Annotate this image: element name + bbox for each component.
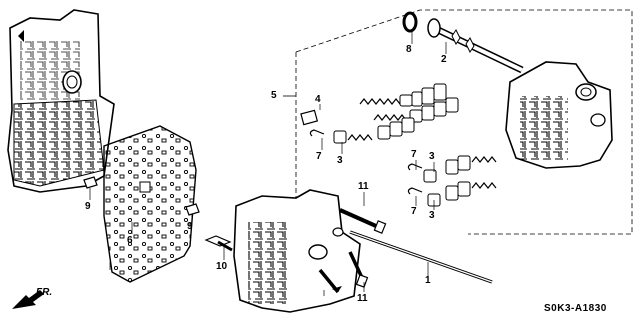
callout-flange-bolt: 10 xyxy=(216,261,228,272)
gasket-drawing xyxy=(300,109,319,126)
separator-plate-drawing xyxy=(103,125,197,283)
callout-o-ring: 8 xyxy=(406,44,412,55)
callout-shaft: 2 xyxy=(441,54,447,65)
callout-valve-group: 5 xyxy=(271,90,277,101)
callout-spring-pin-b: 7 xyxy=(411,149,417,160)
front-direction-arrow xyxy=(12,290,44,309)
callout-spring-pin-a: 7 xyxy=(316,151,322,162)
callout-bolt-bottom: 11 xyxy=(357,293,368,304)
callout-bolt-top: 11 xyxy=(358,181,369,192)
callout-spring-pin-c: 7 xyxy=(411,206,417,217)
dowel-pins-drawing xyxy=(83,176,200,216)
front-direction-label: FR. xyxy=(36,287,53,298)
callout-plate-gasket: 4 xyxy=(315,94,321,105)
secondary-valve-body-drawing xyxy=(233,189,361,313)
main-valve-body-drawing xyxy=(7,9,115,193)
shaft-drawing xyxy=(427,18,524,74)
diagram-code: S0K3-A1830 xyxy=(544,303,607,314)
callout-long-rod: 1 xyxy=(425,275,431,286)
callout-valve-plug-b: 3 xyxy=(429,151,435,162)
upper-valve-body-drawing xyxy=(505,61,613,169)
springs-and-spools-drawing xyxy=(333,83,497,207)
callout-valve-plug-c: 3 xyxy=(429,210,435,221)
bolts-drawing xyxy=(318,208,387,294)
spring-pins-drawing xyxy=(309,129,423,195)
leader-lines xyxy=(89,32,447,296)
o-ring-drawing xyxy=(402,11,418,33)
callout-dowel-right: 9 xyxy=(187,221,193,232)
callout-dowel-left: 9 xyxy=(85,201,91,212)
flange-bolt-drawing xyxy=(204,235,233,252)
callout-valve-plug-a: 3 xyxy=(337,155,343,166)
callout-separator-plate: 6 xyxy=(127,235,133,246)
